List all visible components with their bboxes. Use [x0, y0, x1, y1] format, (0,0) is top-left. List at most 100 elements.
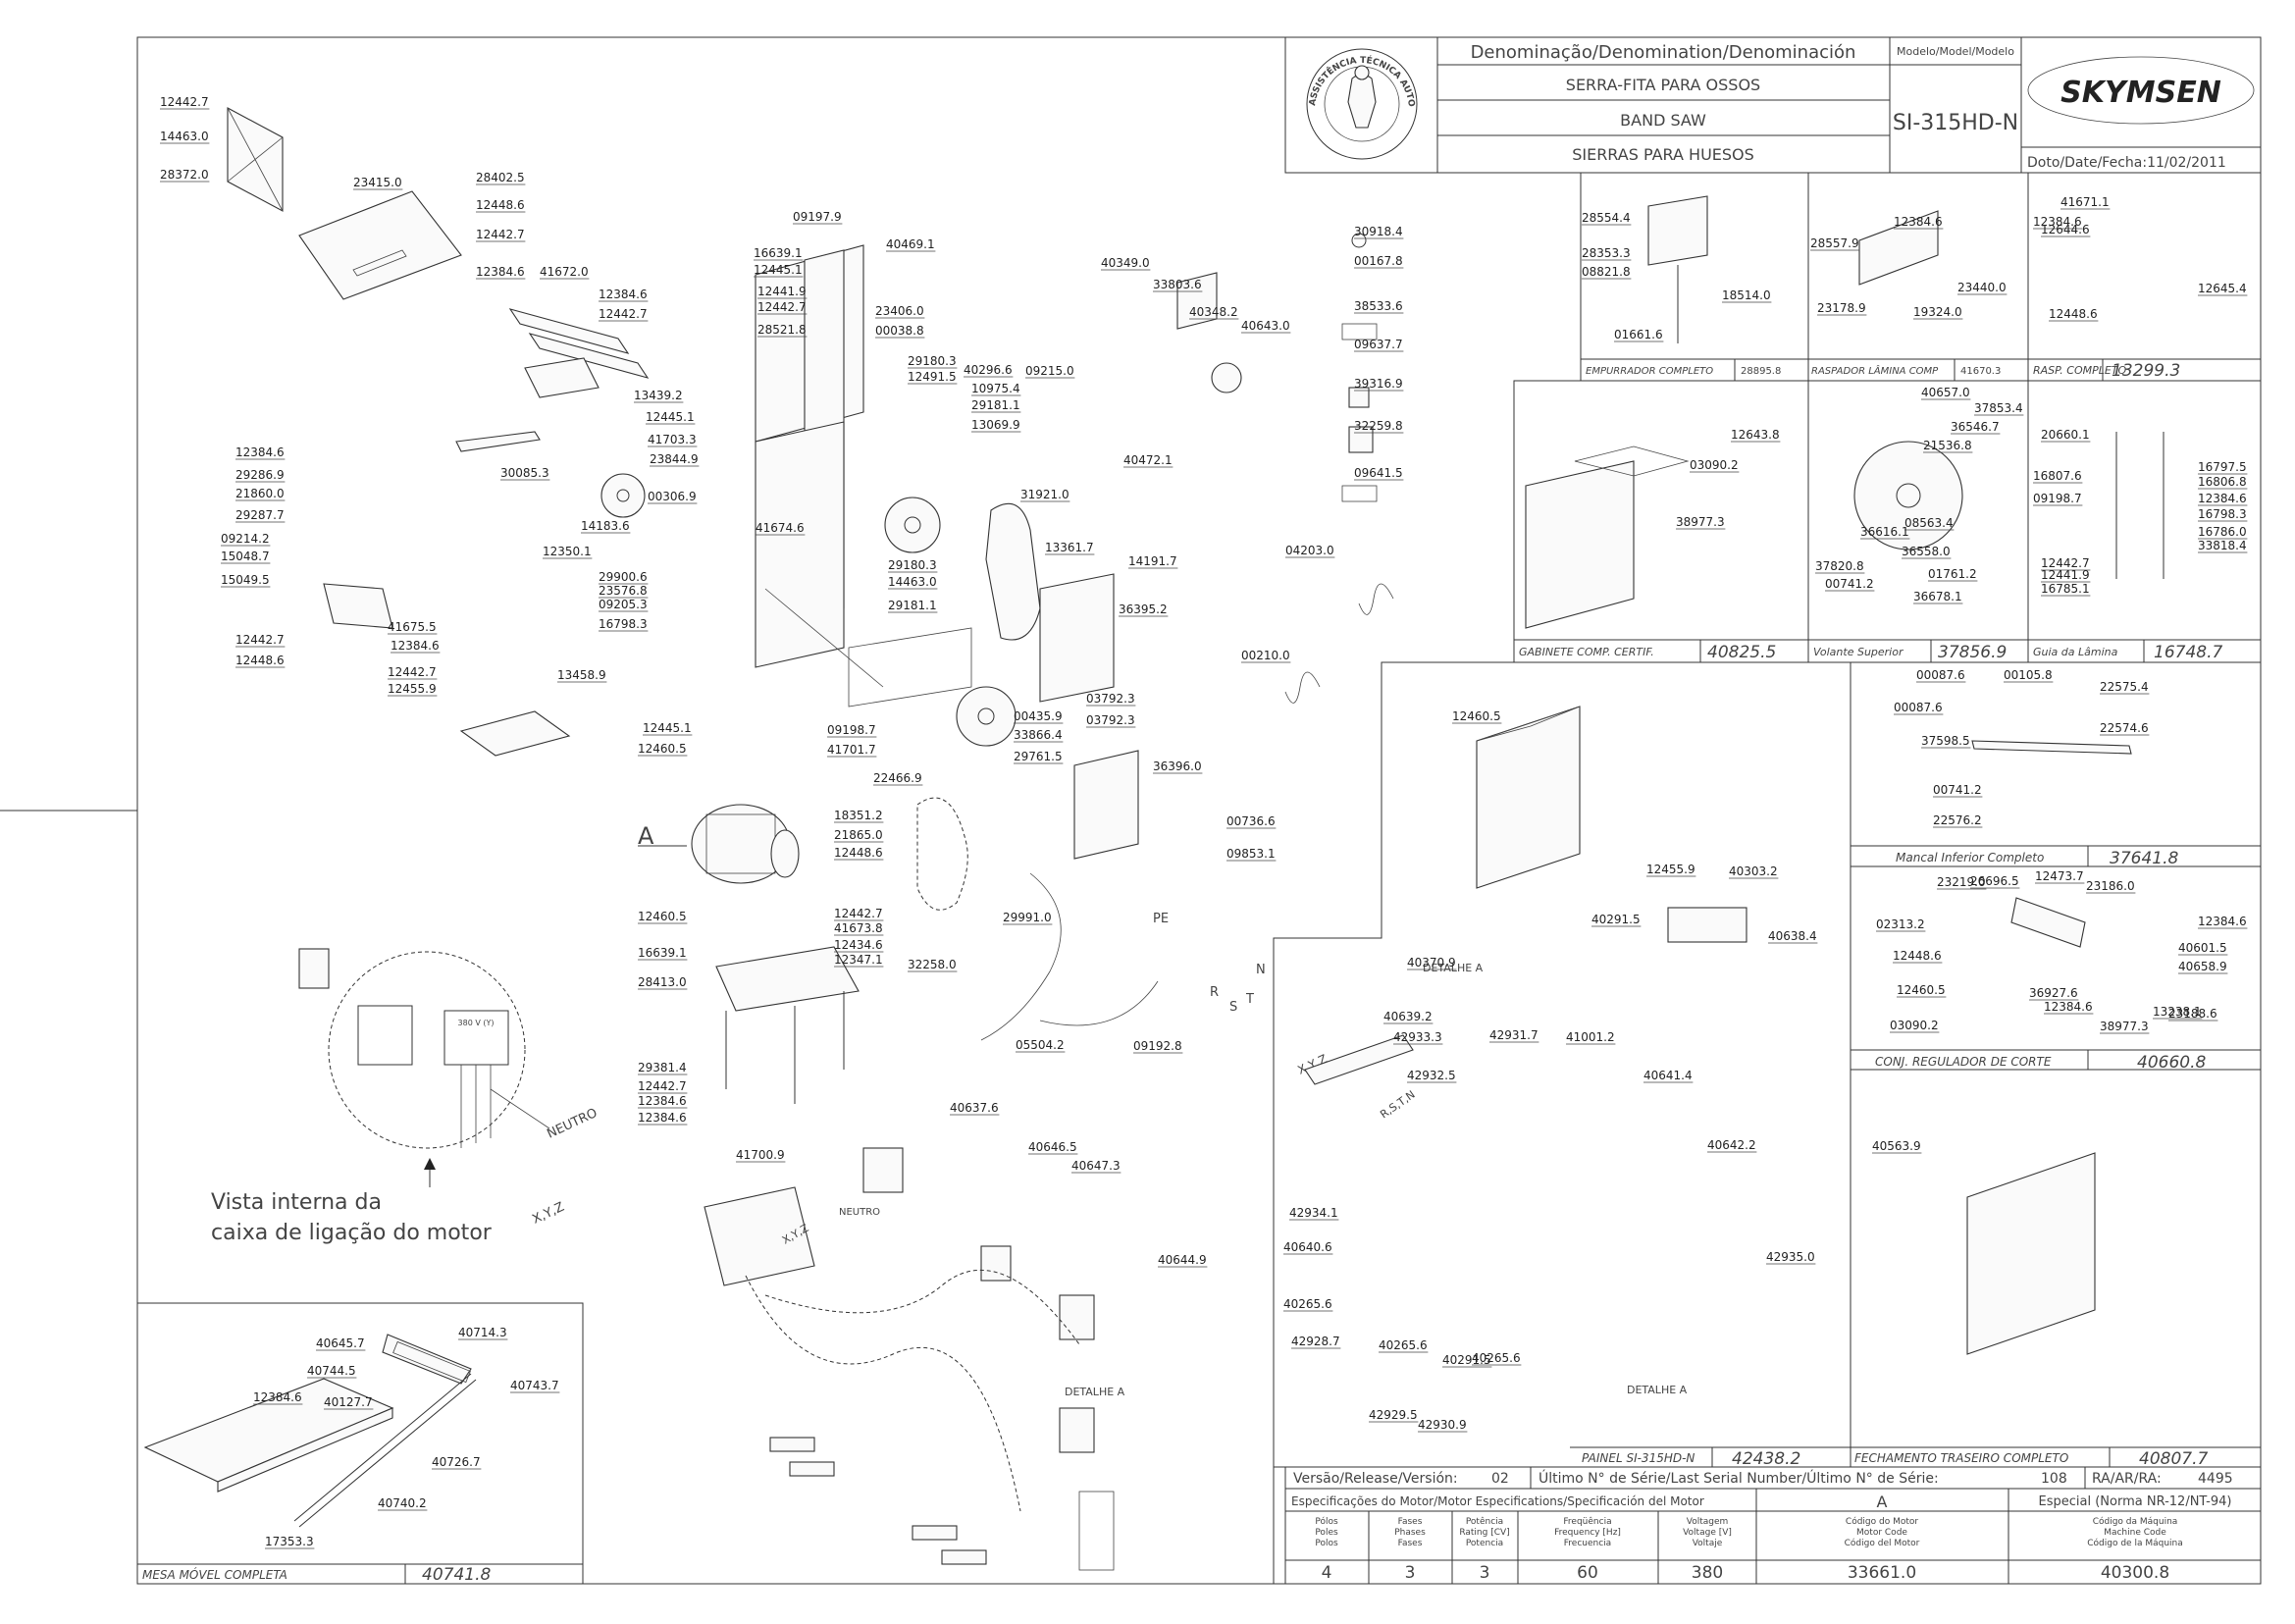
part-number-label: 14183.6	[581, 519, 630, 533]
part-number-label: 40469.1	[886, 237, 935, 251]
part-number-label: 12441.9	[2041, 568, 2090, 582]
denomination-header: Denominação/Denomination/Denominación	[1471, 42, 1856, 63]
part-number-label: 13238.1	[2153, 1005, 2202, 1019]
motor-view-line2: caixa de ligação do motor	[211, 1221, 493, 1245]
part-number-label: 09205.3	[599, 598, 648, 611]
wire-n: N	[1256, 963, 1266, 977]
part-number-label: 22576.2	[1933, 813, 1982, 827]
asm-code-fechamento: 40807.7	[2139, 1449, 2208, 1469]
svg-text:Doto/Date/Fecha:11/02/2011: Doto/Date/Fecha:11/02/2011	[2027, 155, 2226, 171]
part-number-label: 14191.7	[1128, 554, 1177, 568]
part-number-label: 23219.0	[1937, 875, 1986, 889]
voltage-box-label: 380 V (Y)	[458, 1019, 495, 1027]
part-number-label: 33866.4	[1014, 728, 1063, 742]
motor-wiring-detail: 380 V (Y) NEUTRO X,Y,Z Vista interna da …	[211, 822, 687, 1245]
part-number-label: 09198.7	[2033, 492, 2082, 505]
part-number-label: 00105.8	[2004, 668, 2053, 682]
part-number-label: 12460.5	[1897, 983, 1946, 997]
asm-code-mancal: 37641.8	[2110, 849, 2178, 868]
name-en: BAND SAW	[1620, 111, 1706, 130]
asm-code-rasp: 13299.3	[2112, 361, 2180, 381]
part-number-label: 00741.2	[1933, 783, 1982, 797]
part-number-label: 29181.1	[888, 599, 937, 612]
part-number-label: 12643.8	[1731, 428, 1780, 442]
part-number-label: 12460.5	[638, 742, 687, 756]
part-number-label: 41671.1	[2060, 195, 2110, 209]
part-number-label: 12347.1	[834, 953, 883, 967]
part-number-label: 40744.5	[307, 1364, 356, 1378]
part-number-label: 12442.7	[638, 1079, 687, 1093]
part-number-label: 00210.0	[1241, 649, 1290, 662]
part-number-label: 14463.0	[160, 130, 209, 143]
wire-r: R	[1210, 985, 1219, 1000]
part-number-label: 40726.7	[432, 1455, 481, 1469]
part-number-label: 12384.6	[638, 1111, 687, 1125]
part-number-label: 09641.5	[1354, 466, 1403, 480]
part-number-label: 28521.8	[757, 323, 807, 337]
part-number-label: 23186.0	[2086, 879, 2135, 893]
footer-value: 4	[1322, 1563, 1332, 1583]
part-number-label: 23576.8	[599, 584, 648, 598]
part-number-label: 29181.1	[971, 398, 1020, 412]
part-number-label: 12445.1	[754, 263, 803, 277]
part-number-label: 40601.5	[2178, 941, 2227, 955]
footer-col-header: Fases	[1398, 1517, 1423, 1527]
part-number-label: 40348.2	[1189, 305, 1238, 319]
part-number-label: 12645.4	[2198, 282, 2247, 295]
part-number-label: 00741.2	[1825, 577, 1874, 591]
part-number-label: 42931.7	[1489, 1028, 1539, 1042]
part-number-label: 42932.5	[1407, 1069, 1456, 1082]
part-number-label: 03792.3	[1086, 713, 1135, 727]
part-number-label: 12441.9	[757, 285, 807, 298]
part-number-label: 28554.4	[1582, 211, 1631, 225]
part-number-label: 38977.3	[1676, 515, 1725, 529]
part-number-label: 12442.7	[235, 633, 285, 647]
asm-name-mancal: Mancal Inferior Completo	[1896, 851, 2044, 864]
special-label: Especial (Norma NR-12/NT-94)	[2039, 1494, 2232, 1509]
part-number-label: 26696.5	[1970, 874, 2019, 888]
footer-col-header: Phases	[1394, 1528, 1426, 1538]
asm-name-mesa: MESA MÓVEL COMPLETA	[142, 1567, 287, 1582]
part-number-label: 12460.5	[1452, 709, 1501, 723]
part-number-label: 12442.7	[388, 665, 437, 679]
part-number-label: 12384.6	[2044, 1000, 2093, 1014]
detail-a-1: DETALHE A	[1065, 1386, 1125, 1398]
xyz-label: X,Y,Z	[530, 1200, 566, 1228]
asm-code-guia: 16748.7	[2154, 643, 2222, 662]
part-number-label: 29287.7	[235, 508, 285, 522]
part-number-label: 16807.6	[2033, 469, 2082, 483]
part-number-label: 01761.2	[1928, 567, 1977, 581]
part-number-label: 12448.6	[834, 846, 883, 860]
part-number-label: 28402.5	[476, 171, 525, 184]
footer-col-header: Voltaje	[1693, 1539, 1723, 1548]
part-number-label: 29900.6	[599, 570, 648, 584]
part-number-label: 12448.6	[476, 198, 525, 212]
part-number-label: 40643.0	[1241, 319, 1290, 333]
part-number-label: 28372.0	[160, 168, 209, 182]
part-number-label: 30085.3	[500, 466, 549, 480]
footer-column-headers: PólosPolesPolosFasesPhasesFasesPotênciaR…	[1315, 1516, 2182, 1548]
model-value: SI-315HD-N	[1893, 111, 2018, 135]
part-number-label: 41703.3	[648, 433, 697, 446]
part-number-label: 02313.2	[1876, 917, 1925, 931]
part-number-label: 12448.6	[235, 654, 285, 667]
footer-value: 33661.0	[1848, 1563, 1916, 1583]
drawing-border	[136, 36, 2262, 1585]
part-number-label: 16639.1	[754, 246, 803, 260]
footer-value: 40300.8	[2101, 1563, 2169, 1583]
footer-col-header: Machine Code	[2104, 1528, 2166, 1538]
part-number-label: 16798.3	[599, 617, 648, 631]
wire-pe: PE	[1153, 912, 1169, 926]
part-number-label: 00087.6	[1894, 701, 1943, 714]
asm-code-gabinete: 40825.5	[1707, 643, 1776, 662]
neutro-box: NEUTRO	[839, 1207, 880, 1218]
motor-letter: A	[1877, 1493, 1888, 1511]
part-number-label: 12442.7	[160, 95, 209, 109]
footer-col-header: Motor Code	[1856, 1528, 1907, 1538]
part-number-label: 41673.8	[834, 921, 883, 935]
part-number-label: 23406.0	[875, 304, 924, 318]
part-number-label: 00087.6	[1916, 668, 1965, 682]
part-number-label: 40265.6	[1283, 1297, 1332, 1311]
part-number-label: 12384.6	[1894, 215, 1943, 229]
part-number-label: 40658.9	[2178, 960, 2227, 973]
